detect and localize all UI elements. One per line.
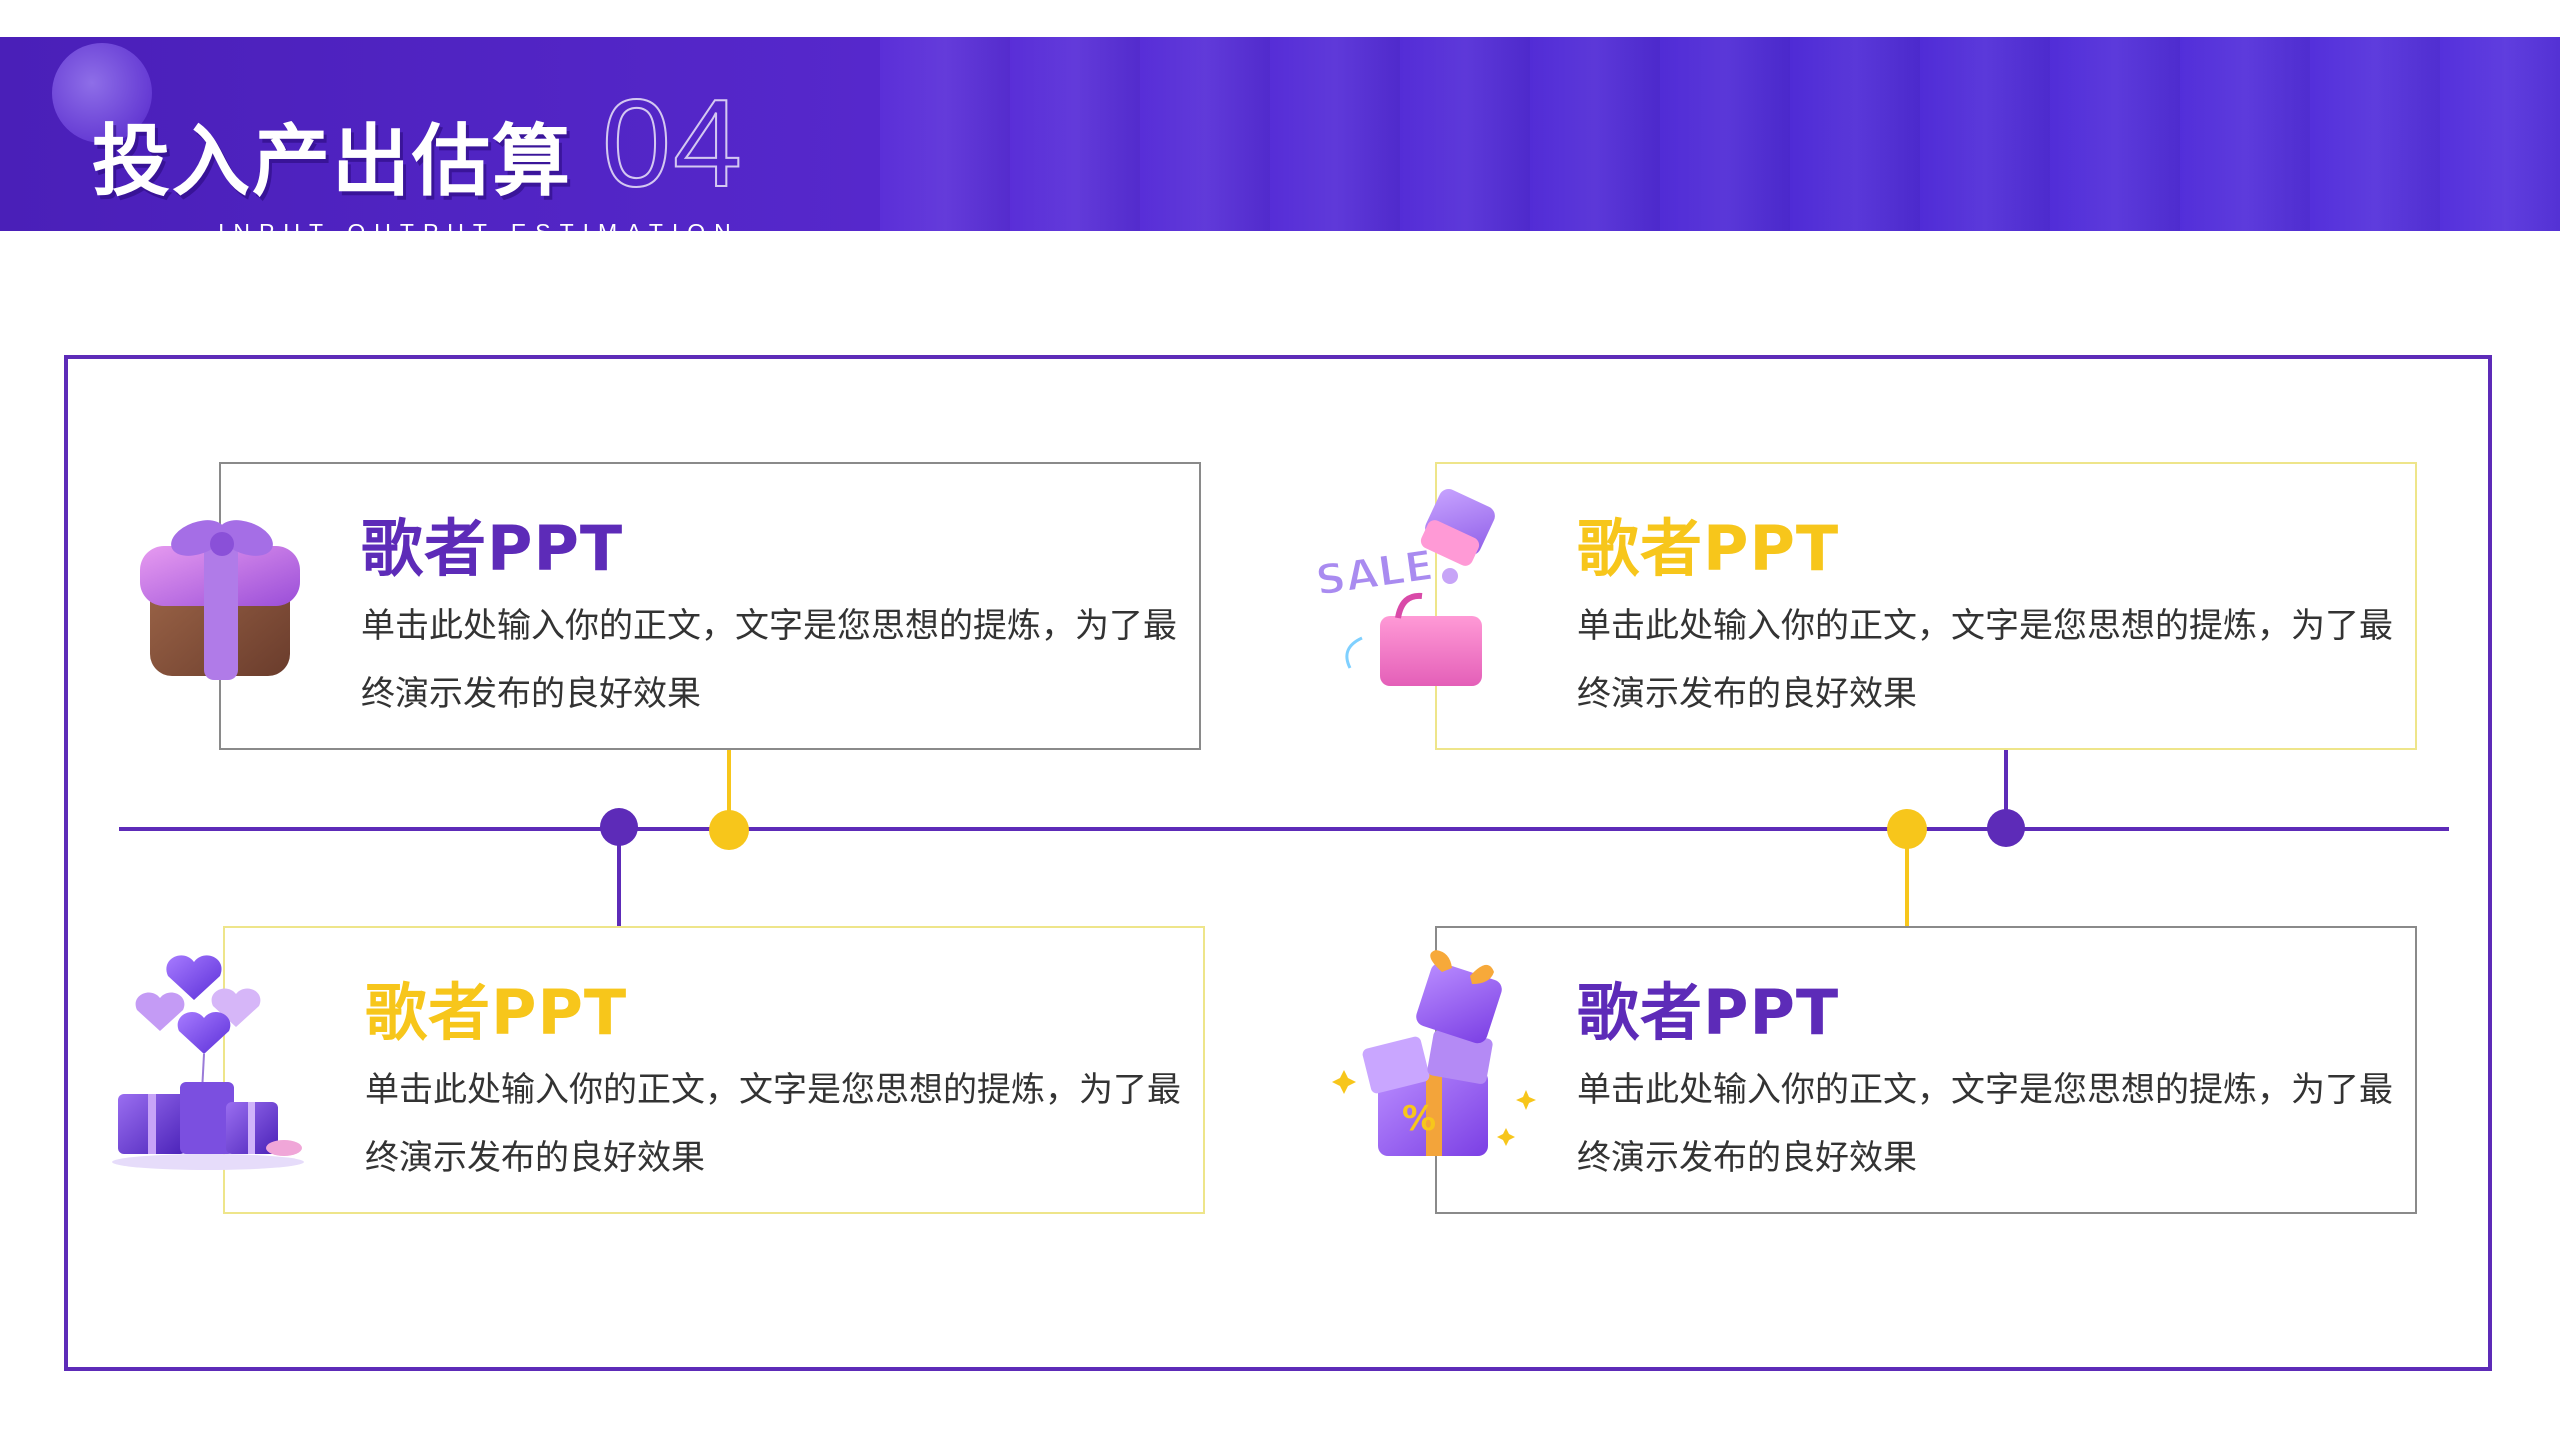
banner-stripe	[2440, 37, 2560, 231]
timeline-stem	[617, 829, 621, 929]
timeline-stem	[727, 748, 731, 830]
content-frame	[64, 355, 2492, 1371]
card-body: 单击此处输入你的正文，文字是您思想的提炼，为了最终演示发布的良好效果	[1577, 1070, 2393, 1178]
decorative-bubble	[52, 43, 152, 143]
banner-stripe	[1400, 37, 1530, 231]
timeline-stem	[2004, 748, 2008, 830]
timeline-dot	[709, 810, 749, 850]
timeline-stem	[1905, 829, 1909, 939]
svg-text:%: %	[1402, 1099, 1436, 1139]
info-card-3: 歌者PPT 单击此处输入你的正文，文字是您思想的提炼，为了最终演示发布的良好效果	[223, 926, 1205, 1214]
card-title: 歌者PPT	[361, 512, 624, 585]
banner-stripe	[2050, 37, 2180, 231]
info-card-4: 歌者PPT 单击此处输入你的正文，文字是您思想的提炼，为了最终演示发布的良好效果	[1435, 926, 2417, 1214]
banner-stripe	[1660, 37, 1790, 231]
banner-stripe	[1270, 37, 1400, 231]
timeline-axis	[119, 827, 2449, 831]
card-body: 单击此处输入你的正文，文字是您思想的提炼，为了最终演示发布的良好效果	[361, 606, 1177, 714]
gift-box-icon	[140, 520, 300, 680]
banner-stripe	[1790, 37, 1920, 231]
card-title: 歌者PPT	[1577, 976, 1840, 1049]
banner-stripe	[2180, 37, 2310, 231]
heart-balloons-gifts-icon	[112, 955, 304, 1170]
banner-stripe	[1920, 37, 2050, 231]
timeline-dot	[1887, 809, 1927, 849]
banner-left-panel	[0, 37, 880, 231]
card-body: 单击此处输入你的正文，文字是您思想的提炼，为了最终演示发布的良好效果	[1577, 606, 2393, 714]
info-card-2: 歌者PPT 单击此处输入你的正文，文字是您思想的提炼，为了最终演示发布的良好效果	[1435, 462, 2417, 750]
card-title: 歌者PPT	[1577, 512, 1840, 585]
page-subtitle: INPUT-OUTPUT ESTIMATION	[218, 219, 740, 231]
banner-stripe	[1530, 37, 1660, 231]
timeline-dot	[600, 808, 638, 846]
coupon-gift-box-icon: %	[1332, 950, 1536, 1156]
header-banner: 投入产出估算 04 INPUT-OUTPUT ESTIMATION	[0, 37, 2560, 231]
card-body: 单击此处输入你的正文，文字是您思想的提炼，为了最终演示发布的良好效果	[365, 1070, 1181, 1178]
banner-stripe	[2310, 37, 2440, 231]
info-card-1: 歌者PPT 单击此处输入你的正文，文字是您思想的提炼，为了最终演示发布的良好效果	[219, 462, 1201, 750]
section-number: 04	[601, 74, 744, 214]
sale-shopping-bag-icon: SALE	[1311, 489, 1495, 686]
banner-stripe	[1140, 37, 1270, 231]
card-title: 歌者PPT	[365, 976, 628, 1049]
banner-stripe	[880, 37, 1010, 231]
page-title: 投入产出估算	[92, 117, 573, 207]
timeline-dot	[1987, 809, 2025, 847]
banner-stripe	[1010, 37, 1140, 231]
